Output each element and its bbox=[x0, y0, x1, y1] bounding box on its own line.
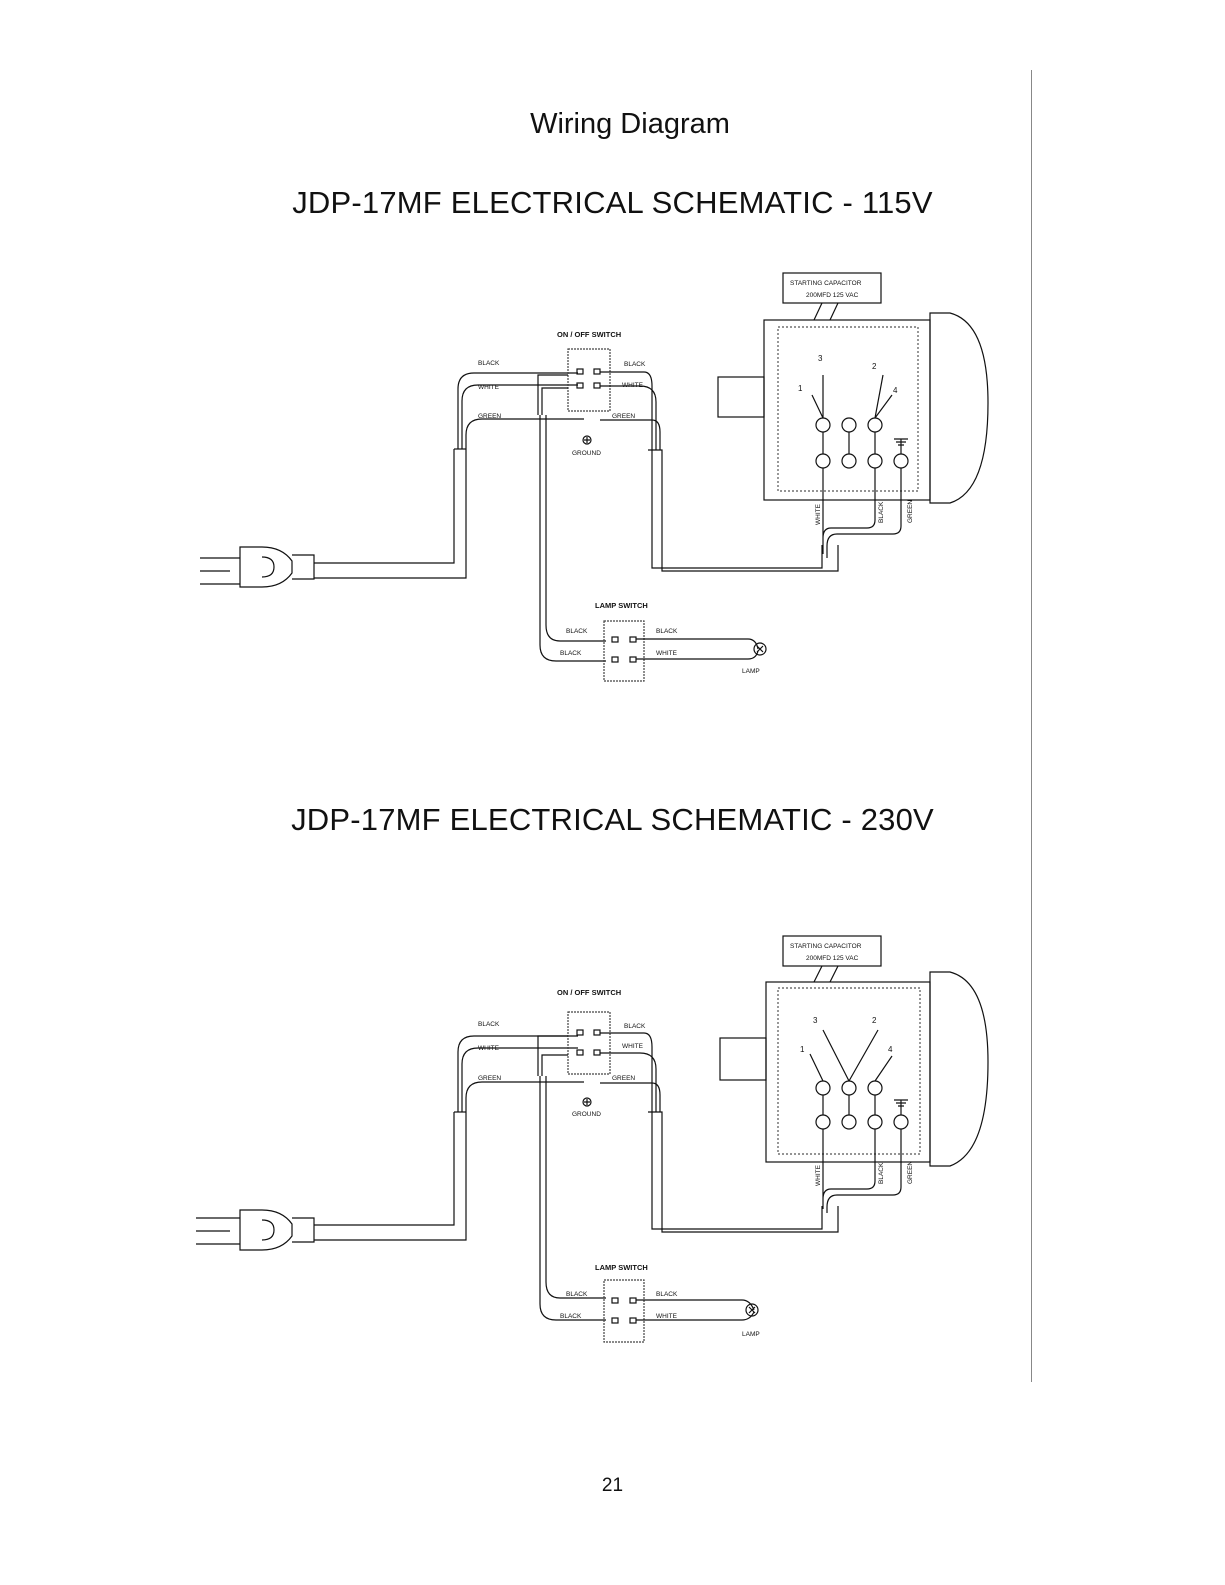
capacitor-rating: 200MFD 125 VAC bbox=[806, 955, 859, 962]
page-number: 21 bbox=[601, 1475, 624, 1496]
lamp-switch bbox=[603, 620, 645, 682]
motor bbox=[717, 312, 989, 504]
power-plug bbox=[200, 546, 315, 588]
schematic-title-230v: JDP-17MF ELECTRICAL SCHEMATIC - 230V bbox=[291, 802, 934, 837]
page-title: Wiring Diagram bbox=[530, 108, 730, 140]
wire-label: BLACK bbox=[624, 361, 646, 368]
wire-label: BLACK bbox=[566, 628, 588, 635]
schematic-title-115v: JDP-17MF ELECTRICAL SCHEMATIC - 115V bbox=[292, 185, 933, 220]
lamp-icon bbox=[753, 642, 767, 656]
terminal-label: 1 bbox=[800, 1045, 805, 1054]
motor bbox=[719, 971, 989, 1167]
ground-label: GROUND bbox=[572, 1111, 601, 1118]
on-off-switch-label: ON / OFF SWITCH bbox=[557, 330, 621, 339]
wire-label: WHITE bbox=[815, 1164, 822, 1186]
wire-label: GREEN bbox=[612, 413, 635, 420]
on-off-switch-label: ON / OFF SWITCH bbox=[557, 988, 621, 997]
wire-label: GREEN bbox=[907, 500, 914, 523]
capacitor-rating: 200MFD 125 VAC bbox=[806, 292, 859, 299]
motor-terminals bbox=[809, 1029, 909, 1130]
capacitor-label: STARTING CAPACITOR bbox=[790, 943, 862, 950]
ground-screw-icon bbox=[582, 435, 592, 445]
wire-label: WHITE bbox=[622, 382, 644, 389]
wire-label: BLACK bbox=[478, 1021, 500, 1028]
on-off-switch bbox=[567, 348, 611, 445]
power-plug bbox=[196, 1209, 315, 1251]
wire-label: BLACK bbox=[566, 1291, 588, 1298]
wire-label: BLACK bbox=[878, 1162, 885, 1184]
ground-label: GROUND bbox=[572, 450, 601, 457]
wire-label: BLACK bbox=[624, 1023, 646, 1030]
terminal-label: 2 bbox=[872, 1016, 877, 1025]
wire-label: GREEN bbox=[907, 1161, 914, 1184]
lamp-label: LAMP bbox=[742, 668, 760, 675]
wire-label: BLACK bbox=[656, 628, 678, 635]
wire-label: BLACK bbox=[560, 650, 582, 657]
ground-symbol-icon bbox=[894, 438, 908, 454]
wire-label: GREEN bbox=[478, 413, 501, 420]
wire-label: WHITE bbox=[478, 1045, 500, 1052]
schematic-diagram-115v: ON / OFF SWITCH BLACK WHITE GREEN BLACK … bbox=[200, 272, 989, 682]
terminal-label: 2 bbox=[872, 362, 877, 371]
terminal-label: 1 bbox=[798, 384, 803, 393]
lamp-switch-label: LAMP SWITCH bbox=[595, 1263, 648, 1272]
wire-label: BLACK bbox=[478, 360, 500, 367]
wire-label: WHITE bbox=[656, 650, 678, 657]
terminal-label: 4 bbox=[893, 386, 898, 395]
margin-rule bbox=[1031, 70, 1032, 1382]
lamp-label: LAMP bbox=[742, 1331, 760, 1338]
capacitor-label: STARTING CAPACITOR bbox=[790, 280, 862, 287]
starting-capacitor bbox=[782, 935, 882, 967]
starting-capacitor bbox=[782, 272, 882, 304]
wire-label: WHITE bbox=[815, 503, 822, 525]
wire-label: GREEN bbox=[478, 1075, 501, 1082]
wire-label: WHITE bbox=[656, 1313, 678, 1320]
lamp-switch-label: LAMP SWITCH bbox=[595, 601, 648, 610]
ground-screw-icon bbox=[582, 1097, 592, 1107]
wire-label: WHITE bbox=[478, 384, 500, 391]
lamp-switch bbox=[603, 1279, 645, 1343]
wire-label: BLACK bbox=[878, 501, 885, 523]
ground-symbol-icon bbox=[894, 1099, 908, 1115]
power-cord bbox=[314, 1111, 467, 1241]
terminal-label: 3 bbox=[818, 354, 823, 363]
wire-label: BLACK bbox=[560, 1313, 582, 1320]
terminal-label: 4 bbox=[888, 1045, 893, 1054]
terminal-label: 3 bbox=[813, 1016, 818, 1025]
on-off-switch bbox=[567, 1011, 611, 1107]
wire-label: WHITE bbox=[622, 1043, 644, 1050]
wire-label: GREEN bbox=[612, 1075, 635, 1082]
wire-label: BLACK bbox=[656, 1291, 678, 1298]
schematic-diagram-230v: ON / OFF SWITCH BLACK WHITE GREEN BLACK … bbox=[196, 935, 989, 1343]
power-cord bbox=[314, 448, 467, 579]
lamp-icon bbox=[745, 1303, 759, 1317]
